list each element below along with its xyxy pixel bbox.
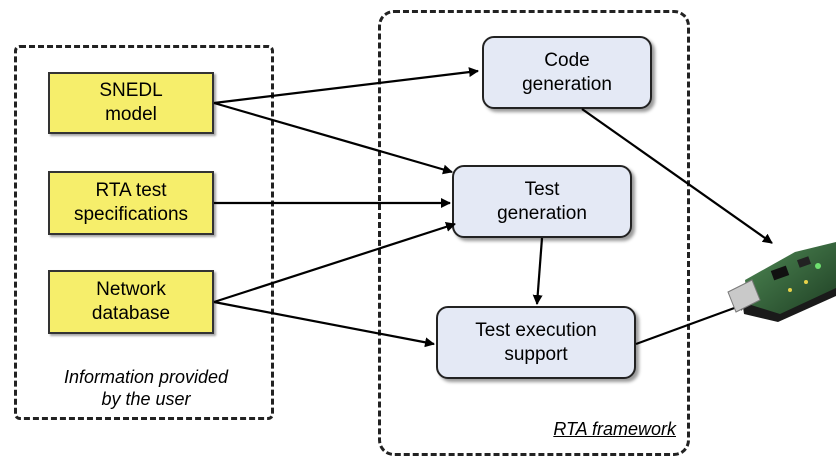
rta-framework-caption: RTA framework	[553, 419, 676, 439]
rta-test-spec-line2: specifications	[73, 204, 189, 225]
user-caption-line1: Information provided	[63, 367, 229, 387]
snedl-model-line1: SNEDL	[99, 80, 163, 101]
code-generation-line1: Code	[544, 49, 590, 71]
user-info-group	[14, 45, 274, 420]
snedl-model-line2: model	[105, 104, 157, 125]
test-execution-line2: support	[504, 343, 568, 365]
arrow-snedl-to-testgen	[213, 101, 453, 175]
network-database-line1: Network	[96, 279, 166, 300]
network-database-box: Network database	[48, 270, 214, 334]
rta-framework-group	[378, 10, 690, 456]
snedl-model-box: SNEDL model	[48, 72, 214, 134]
test-execution-line1: Test execution	[475, 319, 597, 341]
arrow-testgen-to-execution	[532, 237, 544, 305]
code-generation-line2: generation	[522, 73, 612, 95]
arrow-code-to-device	[581, 108, 773, 244]
rta-test-spec-line1: RTA test	[95, 180, 167, 201]
test-generation-line1: Test	[524, 178, 560, 200]
sensor-node-device-icon	[727, 242, 836, 322]
user-group-caption: Information provided by the user	[20, 366, 272, 410]
arrow-snedl-to-code	[213, 67, 479, 105]
arrow-network-to-execution	[213, 300, 435, 348]
arrow-execution-to-device	[635, 301, 749, 346]
rta-test-specifications-box: RTA test specifications	[48, 171, 214, 235]
arrow-network-to-testgen	[213, 222, 456, 304]
network-database-line2: database	[91, 303, 171, 324]
test-generation-line2: generation	[497, 202, 587, 224]
user-caption-line2: by the user	[101, 389, 191, 409]
